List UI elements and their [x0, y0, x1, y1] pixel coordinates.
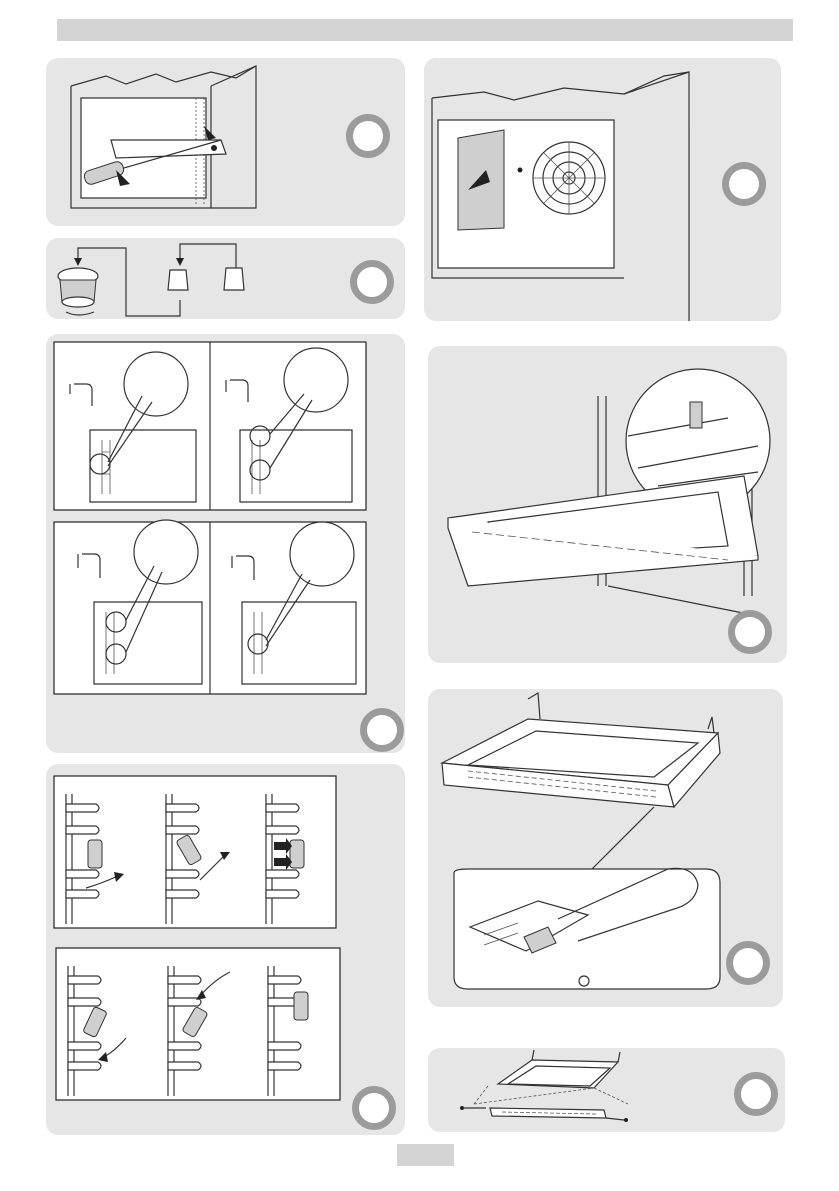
step-circle: [346, 114, 390, 158]
step-circle: [734, 1072, 778, 1116]
step-circle: [350, 260, 394, 304]
rail-clip-icon: [46, 764, 405, 1135]
step-circle: [352, 1086, 396, 1130]
hinge-icon: [428, 346, 787, 663]
figure-telescopic-rail-clip: [46, 764, 405, 1135]
figure-rack-wire-positions: [46, 334, 405, 753]
figure-door-exploded-view: [428, 1048, 785, 1132]
step-circle: [360, 708, 404, 752]
step-circle: [726, 941, 770, 985]
figure-door-glass-screws: [428, 689, 783, 1007]
figure-shelf-support-removal: [46, 58, 405, 226]
step-circle: [722, 162, 766, 206]
figure-door-hinge-lock: [428, 346, 787, 663]
door-glass-icon: [428, 1048, 785, 1132]
page-number-tab: [397, 1144, 454, 1166]
figure-lamp-bulb-replacement: [46, 238, 405, 319]
figure-oven-lamp-cover: [424, 58, 781, 321]
header-bar: [57, 19, 793, 41]
step-circle: [728, 610, 772, 654]
rack-icon: [46, 334, 405, 753]
